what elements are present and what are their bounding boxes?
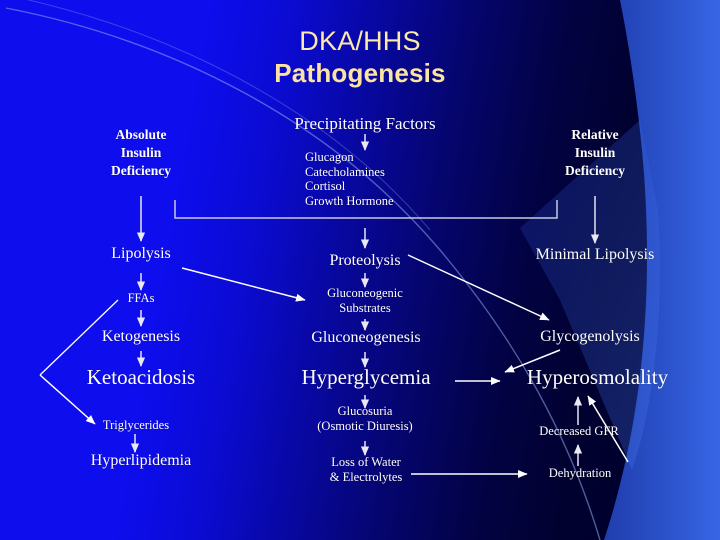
arrow-to-glycogenolysis <box>407 254 550 321</box>
node-hyperosmolality: Hyperosmolality <box>526 365 669 389</box>
node-hyperlipidemia: Hyperlipidemia <box>90 452 192 469</box>
node-decreased-gfr: Decreased GFR <box>539 424 619 438</box>
node-ketogenesis: Ketogenesis <box>101 328 181 345</box>
node-dehydration: Dehydration <box>548 466 612 480</box>
node-glucosuria: Glucosuria (Osmotic Diuresis) <box>317 404 413 433</box>
node-precipitating-factors: Precipitating Factors <box>294 114 436 133</box>
node-absolute-insulin-deficiency: Absolute Insulin Deficiency <box>111 127 171 178</box>
page-title-secondary: Pathogenesis <box>274 58 446 88</box>
node-glycogenolysis: Glycogenolysis <box>540 328 640 345</box>
page-title-primary: DKA/HHS <box>299 26 421 56</box>
node-triglycerides: Triglycerides <box>102 418 170 432</box>
arrow-lipolysis-to-substrates <box>181 267 306 302</box>
node-minimal-lipolysis: Minimal Lipolysis <box>535 246 655 263</box>
node-ffas: FFAs <box>127 291 155 305</box>
node-hyperglycemia: Hyperglycemia <box>301 365 431 389</box>
node-ketoacidosis: Ketoacidosis <box>86 365 196 389</box>
node-lipolysis: Lipolysis <box>111 245 171 262</box>
node-loss-of-water: Loss of Water & Electrolytes <box>329 455 403 484</box>
node-gluconeogenic-substrates: Gluconeogenic Substrates <box>327 286 403 315</box>
node-proteolysis: Proteolysis <box>329 252 401 269</box>
node-relative-insulin-deficiency: Relative Insulin Deficiency <box>565 127 625 178</box>
node-precipitating-factors-list: Glucagon Catecholamines Cortisol Growth … <box>305 150 394 208</box>
node-gluconeogenesis: Gluconeogenesis <box>311 329 421 346</box>
